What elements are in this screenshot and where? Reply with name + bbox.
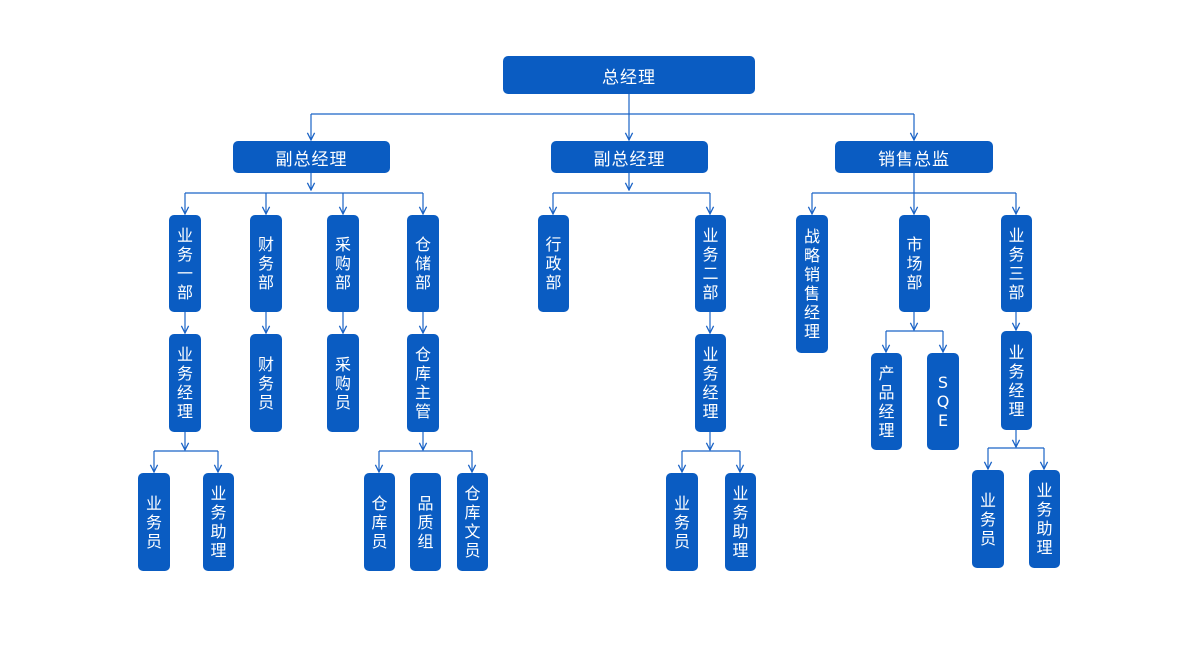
node-label: 仓储部 [415, 235, 432, 292]
node-strategic-sales-manager[interactable]: 战略销售经理 [796, 215, 828, 353]
node-business-manager-2[interactable]: 业务经理 [695, 334, 726, 432]
node-label: 总经理 [602, 67, 656, 88]
node-business-manager-3[interactable]: 业务经理 [1001, 331, 1032, 430]
node-label: 战略销售经理 [804, 227, 821, 341]
node-salesperson-1[interactable]: 业务员 [138, 473, 170, 571]
node-label: 业务员 [674, 493, 691, 551]
node-warehouse-dept[interactable]: 仓储部 [407, 215, 439, 312]
node-sqe[interactable]: SQE [927, 353, 959, 450]
node-sales-assistant-3[interactable]: 业务助理 [1029, 470, 1060, 568]
node-label: 业务助理 [732, 484, 749, 560]
node-sales-assistant-2[interactable]: 业务助理 [725, 473, 756, 571]
node-label: 业务员 [980, 490, 997, 548]
node-label: 业务二部 [702, 225, 719, 302]
node-label: 业务助理 [210, 484, 227, 560]
node-business-manager-1[interactable]: 业务经理 [169, 334, 201, 432]
node-label: 采购员 [335, 354, 352, 412]
node-business-dept-3[interactable]: 业务三部 [1001, 215, 1032, 312]
node-label: 业务经理 [1008, 342, 1025, 419]
node-label: SQE [936, 373, 950, 430]
node-label: 业务三部 [1008, 225, 1025, 302]
node-purchasing-dept[interactable]: 采购部 [327, 215, 359, 312]
node-label: 财务部 [258, 235, 275, 292]
node-salesperson-2[interactable]: 业务员 [666, 473, 698, 571]
node-label: 业务一部 [177, 225, 194, 302]
node-sales-assistant-1[interactable]: 业务助理 [203, 473, 234, 571]
node-label: 仓库文员 [464, 484, 481, 560]
node-quality-team[interactable]: 品质组 [410, 473, 441, 571]
node-label: 产品经理 [878, 363, 895, 440]
node-label: 品质组 [417, 493, 434, 551]
node-finance-dept[interactable]: 财务部 [250, 215, 282, 312]
node-warehouse-clerk[interactable]: 仓库文员 [457, 473, 488, 571]
node-business-dept-2[interactable]: 业务二部 [695, 215, 726, 312]
node-label: 行政部 [545, 235, 562, 292]
node-label: 销售总监 [878, 149, 950, 170]
node-label: 财务员 [258, 354, 275, 412]
node-label: 采购部 [335, 235, 352, 292]
node-marketing-dept[interactable]: 市场部 [899, 215, 930, 312]
node-label: 副总经理 [593, 149, 666, 170]
node-product-manager[interactable]: 产品经理 [871, 353, 902, 450]
node-purchasing-staff[interactable]: 采购员 [327, 334, 359, 432]
node-salesperson-3[interactable]: 业务员 [972, 470, 1004, 568]
node-warehouse-keeper[interactable]: 仓库员 [364, 473, 395, 571]
node-warehouse-supervisor[interactable]: 仓库主管 [407, 334, 439, 432]
node-finance-staff[interactable]: 财务员 [250, 334, 282, 432]
node-label: 业务员 [146, 493, 163, 551]
node-deputy-gm-2[interactable]: 副总经理 [551, 141, 708, 173]
node-label: 仓库主管 [415, 345, 432, 421]
node-general-manager[interactable]: 总经理 [503, 56, 755, 94]
node-sales-director[interactable]: 销售总监 [835, 141, 993, 173]
node-label: 市场部 [906, 235, 923, 292]
node-label: 业务经理 [177, 345, 194, 421]
node-admin-dept[interactable]: 行政部 [538, 215, 569, 312]
node-business-dept-1[interactable]: 业务一部 [169, 215, 201, 312]
node-deputy-gm-1[interactable]: 副总经理 [233, 141, 390, 173]
node-label: 业务经理 [702, 345, 719, 421]
node-label: 仓库员 [371, 493, 388, 551]
node-label: 副总经理 [275, 149, 348, 170]
node-label: 业务助理 [1036, 481, 1053, 557]
